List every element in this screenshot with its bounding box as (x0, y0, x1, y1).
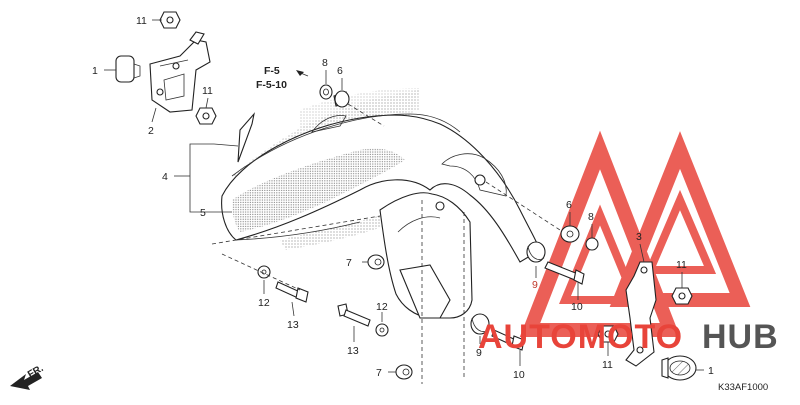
callout-13-mid: 13 (347, 345, 359, 357)
ref-page-f5-10: F-5-10 (256, 79, 287, 91)
grommet-right (661, 355, 697, 381)
callout-12-left: 12 (258, 297, 270, 309)
bolt-10-right (544, 261, 585, 285)
grommet-6-top (333, 90, 350, 108)
callout-11-right: 11 (676, 259, 687, 271)
collar-7-lower (395, 364, 413, 380)
callout-2: 2 (148, 125, 154, 137)
callout-12-mid: 12 (376, 301, 388, 313)
leader-lines (104, 19, 704, 384)
ref-page-f5: F-5 (264, 65, 280, 77)
figure-code: K33AF1000 (718, 382, 768, 393)
collar-7-upper (367, 254, 385, 270)
washer-12-mid (375, 323, 389, 337)
callout-9-lower: 9 (476, 347, 482, 359)
callout-1-left: 1 (92, 65, 98, 77)
collar-8-right (585, 237, 599, 251)
nut-right (671, 287, 693, 305)
grommet-9-right (526, 241, 546, 263)
bracket-right (625, 261, 657, 367)
callout-11-lower: 11 (602, 359, 613, 371)
callout-11-top-left: 11 (136, 15, 147, 27)
grommet-6-right (560, 225, 580, 243)
callout-3: 3 (636, 231, 642, 243)
fender-reflector (237, 112, 255, 163)
nut-top-left (159, 11, 181, 29)
stay-bracket (149, 31, 211, 113)
callout-4: 4 (162, 171, 168, 183)
callout-8-right: 8 (588, 211, 594, 223)
grommet-9-lower (470, 313, 490, 335)
callout-6-right: 6 (566, 199, 572, 211)
front-label: FR. (26, 363, 46, 381)
watermark-text-automoto: AUTOMOTO (478, 318, 683, 356)
grommet-left (115, 55, 141, 83)
callout-labels: 1 11 2 11 4 5 F-5 F-5-10 8 6 6 8 3 9 10 … (92, 15, 768, 393)
bolt-13-mid (337, 303, 371, 327)
callout-5: 5 (200, 207, 206, 219)
callout-1-right: 1 (708, 365, 714, 377)
front-direction-arrow: FR. (10, 363, 46, 390)
collar-8-top (319, 84, 333, 100)
callout-7-lower: 7 (376, 367, 382, 379)
callout-9-right: 9 (532, 279, 538, 291)
callout-6-top: 6 (337, 65, 343, 77)
callout-11-bracket: 11 (202, 85, 213, 97)
callout-10-right: 10 (571, 301, 583, 313)
callout-10-lower: 10 (513, 369, 525, 381)
callout-13-left: 13 (287, 319, 299, 331)
watermark-text-hub: HUB (702, 318, 779, 356)
bolt-13-left (275, 281, 309, 303)
watermark-text: AUTOMOTO HUB (478, 318, 779, 356)
callout-8-top: 8 (322, 57, 328, 69)
callout-7-upper: 7 (346, 257, 352, 269)
bolt-10-lower (491, 329, 525, 351)
nut-lower-right (597, 325, 619, 343)
washer-12-left (257, 265, 271, 279)
nut-bracket (195, 107, 217, 125)
front-fender (221, 88, 541, 319)
